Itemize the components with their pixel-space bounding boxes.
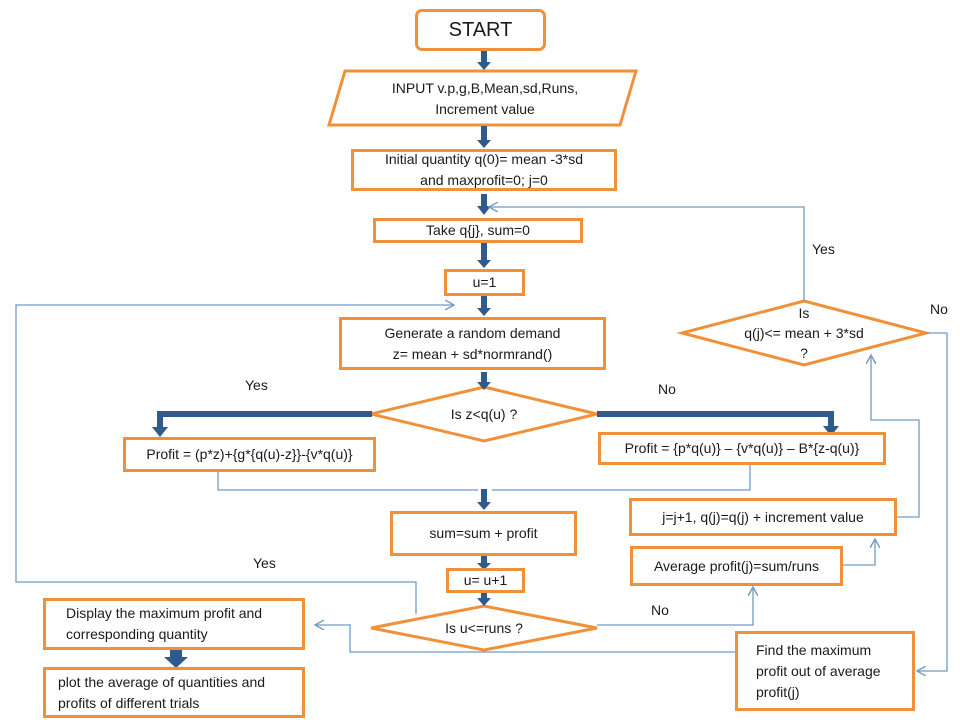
display-box: Display the maximum profit and correspon… xyxy=(43,598,305,650)
yes-label-runs: Yes xyxy=(253,555,276,571)
find-max-text-line1: Find the maximum xyxy=(756,641,872,658)
init-box: Initial quantity q(0)= mean -3*sd and ma… xyxy=(351,149,617,191)
average-profit-box: Average profit(j)=sum/runs xyxy=(630,546,843,586)
u-init-label: u=1 xyxy=(472,274,497,290)
display-to-plot-arrow xyxy=(164,649,188,668)
decision-q-text-line3: ? xyxy=(800,345,808,361)
take-label: Take q{j}, sum=0 xyxy=(426,222,530,238)
decision-q-text-line1: Is xyxy=(799,305,810,321)
generate-text-line1: Generate a random demand xyxy=(384,324,561,341)
average-profit-label: Average profit(j)=sum/runs xyxy=(653,557,820,574)
yes-label-q: Yes xyxy=(812,241,835,257)
profit-yes-label: Profit = (p*z)+{g*{q(u)-z}}-{v*q(u)} xyxy=(146,446,353,462)
profit-yes-box: Profit = (p*z)+{g*{q(u)-z}}-{v*q(u)} xyxy=(123,437,376,472)
plot-text-line1: plot the average of quantities and xyxy=(58,673,266,690)
generate-box: Generate a random demand z= mean + sd*no… xyxy=(339,317,606,370)
plot-text-line2: profits of different trials xyxy=(58,694,200,711)
plot-box: plot the average of quantities and profi… xyxy=(43,667,305,718)
u-init-box: u=1 xyxy=(444,269,525,296)
decision-z-text: Is z<q(u) ? xyxy=(451,406,518,422)
decision-runs-text: Is u<=runs ? xyxy=(445,620,523,636)
decision-runs-diamond xyxy=(370,604,598,652)
no-label-runs: No xyxy=(651,602,669,618)
display-text-line1: Display the maximum profit and xyxy=(66,605,263,621)
no-label-q: No xyxy=(930,301,948,317)
input-text-line1: INPUT v.p,g,B,Mean,sd,Runs, xyxy=(392,80,578,96)
decision-z-branches xyxy=(152,411,839,437)
j-increment-box: j=j+1, q(j)=q(j) + increment value xyxy=(629,498,897,536)
profit-no-box: Profit = {p*q(u)} – {v*q(u)} – B*{z-q(u)… xyxy=(598,432,886,465)
profit-no-label: Profit = {p*q(u)} – {v*q(u)} – B*{z-q(u)… xyxy=(624,440,860,456)
sum-box: sum=sum + profit xyxy=(390,511,577,556)
start-label: START xyxy=(448,18,513,41)
thin-connectors xyxy=(15,207,948,671)
decision-q-text-line2: q(j)<= mean + 3*sd xyxy=(744,325,863,341)
display-text-line2: corresponding quantity xyxy=(66,626,208,642)
decision-z-diamond xyxy=(370,385,598,443)
init-text-line1: Initial quantity q(0)= mean -3*sd xyxy=(384,151,584,167)
find-max-text-line2: profit out of average xyxy=(756,662,881,679)
generate-text-line2: z= mean + sd*normrand() xyxy=(392,345,553,362)
no-label-z: No xyxy=(658,381,676,397)
merge-arrows xyxy=(217,464,751,491)
find-max-box: Find the maximum profit out of average p… xyxy=(735,631,915,711)
decision-q-diamond xyxy=(676,299,932,367)
take-box: Take q{j}, sum=0 xyxy=(373,218,583,243)
j-increment-label: j=j+1, q(j)=q(j) + increment value xyxy=(662,508,864,525)
main-flow-arrows xyxy=(477,50,491,606)
u-increment-label: u= u+1 xyxy=(463,572,508,588)
start-box: START xyxy=(415,9,546,51)
input-parallelogram xyxy=(326,69,639,127)
u-increment-box: u= u+1 xyxy=(446,568,525,593)
sum-label: sum=sum + profit xyxy=(429,525,538,541)
find-max-text-line3: profit(j) xyxy=(756,683,800,700)
input-text-line2: Increment value xyxy=(435,101,535,117)
yes-label-z: Yes xyxy=(245,377,268,393)
init-text-line2: and maxprofit=0; j=0 xyxy=(420,172,548,188)
